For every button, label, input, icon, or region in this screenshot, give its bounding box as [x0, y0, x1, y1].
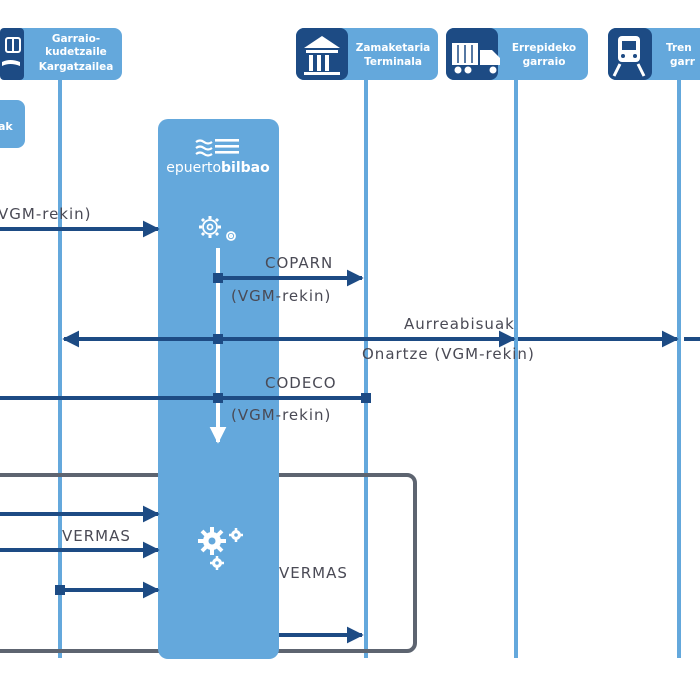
- label-coparn-2: (VGM-rekin): [231, 287, 331, 305]
- label-vgm-in: VGM-rekin): [0, 205, 92, 223]
- logo-text-b: bilbao: [221, 160, 270, 176]
- label-codeco-2: (VGM-rekin): [231, 406, 331, 424]
- label-vermas-right: VERMAS: [279, 564, 348, 582]
- truck-icon: [452, 43, 500, 74]
- left-box-label: ak: [0, 120, 13, 133]
- node-codeco-platform: [213, 393, 223, 403]
- actor-cargo-line3: Kargatzailea: [39, 61, 114, 73]
- logo-text-a: epuerto: [166, 160, 221, 176]
- actor-cargo: Garraio- kudetzaile Kargatzailea: [0, 28, 122, 80]
- svg-text:epuertobilbao: epuertobilbao: [166, 160, 270, 176]
- actor-terminal-line1: Zamaketaria: [356, 42, 431, 54]
- actor-terminal: Zamaketaria Terminala: [296, 28, 438, 80]
- label-vermas-left: VERMAS: [62, 527, 131, 545]
- gears-outline-icon: [199, 216, 236, 241]
- actor-rail-line1: Tren: [666, 42, 692, 54]
- actor-road-line2: garraio: [523, 56, 566, 68]
- node-codeco-terminal: [361, 393, 371, 403]
- node-aurreabisuak: [213, 334, 223, 344]
- terminal-building-icon: [304, 36, 340, 75]
- cargo-handler-icon: [2, 37, 21, 66]
- actor-rail-line2: garr: [670, 56, 696, 68]
- actor-cargo-line2: kudetzaile: [45, 46, 107, 58]
- actor-road: Errepideko garraio: [446, 28, 588, 80]
- label-onartze: Onartze (VGM-rekin): [362, 345, 535, 363]
- gears-solid-icon: [198, 527, 243, 570]
- actor-terminal-line2: Terminala: [364, 56, 422, 68]
- train-icon: [612, 36, 646, 77]
- node-coparn: [213, 273, 223, 283]
- actor-road-line1: Errepideko: [512, 42, 576, 54]
- left-partial-box: [0, 100, 25, 148]
- actor-rail: Tren garr: [608, 28, 700, 80]
- node-vermas-cargo: [55, 585, 65, 595]
- label-coparn-1: COPARN: [265, 254, 333, 272]
- label-aurreabisuak: Aurreabisuak: [404, 315, 515, 333]
- actor-cargo-line1: Garraio-: [52, 33, 100, 45]
- label-codeco-1: CODECO: [265, 374, 337, 392]
- epuertobilbao-logo: epuertobilbao: [166, 139, 270, 176]
